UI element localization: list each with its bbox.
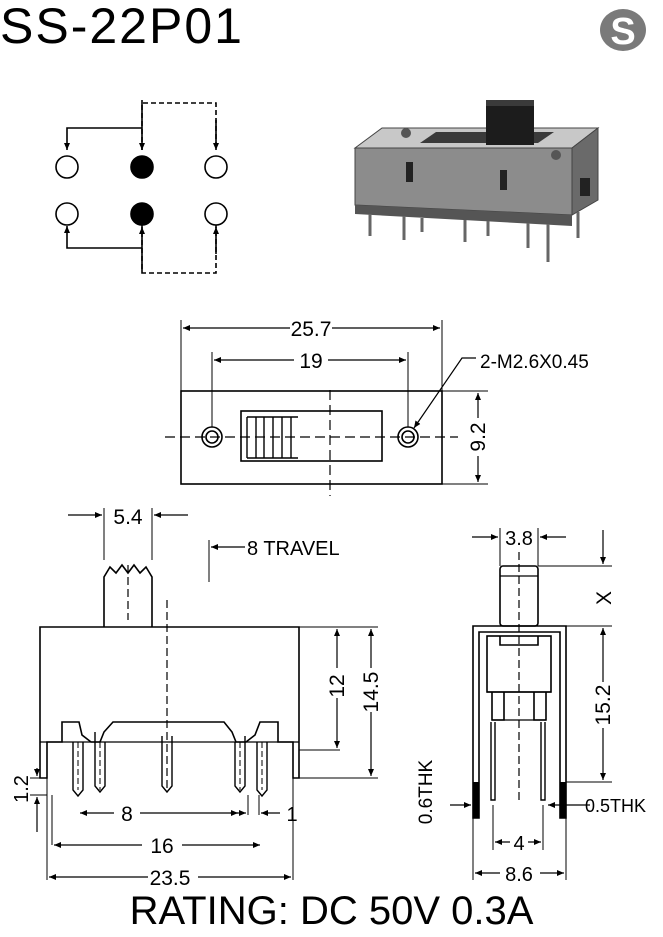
pin-length-dim: 1.2 [11,775,33,803]
pin-row-pitch-dim: 4 [513,833,524,855]
pin-pitch-dim: 8 [121,803,133,826]
rating-label: RATING: DC 50V 0.3A [129,889,534,933]
frame-thickness-dim: 0.6THK [416,759,437,824]
manufacturer-logo: S [600,9,646,53]
logo-letter: S [610,11,635,53]
pin-width-dim: 1 [286,804,297,826]
switch-render [353,100,600,262]
hole-callout: 2-M2.6X0.45 [480,352,589,373]
overall-height-dim: 14.5 [360,672,383,713]
front-view [30,508,378,880]
side-overall-depth-dim: 8.6 [505,864,533,886]
side-view [450,528,612,880]
side-actuator-height-dim: X [593,591,616,605]
travel-dim: 8 TRAVEL [247,538,340,560]
overall-width-dim: 23.5 [150,867,191,890]
circuit-schematic [55,100,228,274]
top-height-dim: 9.2 [467,422,490,451]
pin-thickness-dim: 0.5THK [585,796,646,816]
actuator-width-dim: 5.4 [113,506,143,529]
body-height-dim: 12 [326,674,349,697]
top-width-dim: 25.7 [291,318,332,341]
side-actuator-dim: 3.8 [505,528,533,550]
side-body-height-dim: 15.2 [592,685,615,726]
outer-pin-span-dim: 16 [150,835,173,858]
top-hole-pitch-dim: 19 [299,350,322,373]
top-view [165,320,488,496]
part-number-title: SS-22P01 [0,0,244,54]
